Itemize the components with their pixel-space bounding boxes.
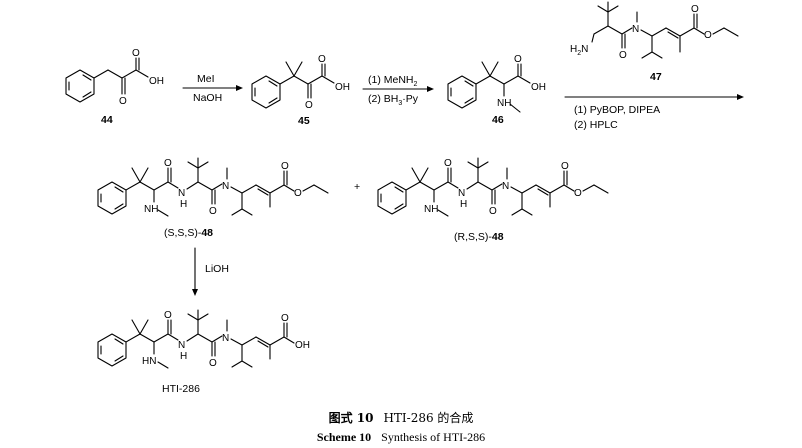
compound-hti-286-label: HTI-286 bbox=[162, 383, 200, 395]
compound-44-label: 44 bbox=[101, 114, 113, 126]
atom-n: N bbox=[502, 181, 509, 192]
atom-o: O bbox=[444, 158, 452, 169]
atom-o: O bbox=[561, 161, 569, 172]
reaction-arrow-4: LiOH bbox=[192, 247, 229, 296]
reagent-mei: MeI bbox=[197, 73, 215, 85]
atom-o: O bbox=[704, 30, 712, 41]
reagent-naoh: NaOH bbox=[193, 92, 222, 104]
atom-o: O bbox=[691, 4, 699, 15]
atom-n: N bbox=[632, 24, 639, 35]
atom-oh: OH bbox=[295, 340, 310, 351]
reagent-pybop: (1) PyBOP, DIPEA bbox=[574, 104, 660, 116]
reagent-lioh: LiOH bbox=[205, 263, 229, 275]
atom-nh: NH bbox=[424, 204, 438, 215]
reaction-arrow-1: MeI NaOH bbox=[182, 73, 243, 104]
compound-45: O O OH 45 bbox=[251, 54, 350, 127]
atom-o: O bbox=[305, 100, 313, 111]
atom-o: O bbox=[281, 313, 289, 324]
atom-o: O bbox=[164, 310, 172, 321]
atom-oh: OH bbox=[531, 82, 546, 93]
atom-n: N bbox=[222, 333, 229, 344]
atom-o: O bbox=[132, 48, 140, 59]
atom-oh: OH bbox=[149, 76, 164, 87]
atom-o: O bbox=[119, 96, 127, 107]
atom-h: H bbox=[180, 199, 187, 210]
atom-o: O bbox=[489, 206, 497, 217]
compound-46-label: 46 bbox=[492, 114, 504, 126]
atom-o: O bbox=[209, 358, 217, 369]
atom-nh: NH bbox=[144, 204, 158, 215]
atom-o: O bbox=[318, 54, 326, 65]
compound-47-label: 47 bbox=[650, 71, 662, 83]
atom-n: N bbox=[178, 340, 185, 351]
atom-n: N bbox=[178, 188, 185, 199]
reaction-arrow-3: (1) PyBOP, DIPEA (2) HPLC bbox=[564, 94, 744, 131]
atom-n: N bbox=[222, 181, 229, 192]
reagent-menh2: (1) MeNH2 bbox=[368, 74, 418, 88]
compound-rss-48: NH O N H O N O O (R,S,S bbox=[377, 157, 609, 243]
atom-o: O bbox=[209, 206, 217, 217]
compound-44: O O OH 44 bbox=[65, 48, 164, 126]
compound-hti-286: HN O N H O N O OH HTI-286 bbox=[97, 309, 310, 395]
atom-o: O bbox=[164, 158, 172, 169]
atom-oh: OH bbox=[335, 82, 350, 93]
atom-h: H bbox=[180, 351, 187, 362]
compound-46: NH O OH 46 bbox=[447, 54, 546, 126]
atom-nh: NH bbox=[497, 98, 511, 109]
atom-h2n: H2N bbox=[570, 44, 588, 57]
atom-o: O bbox=[574, 188, 582, 199]
atom-o: O bbox=[619, 50, 627, 61]
plus-sign: + bbox=[354, 181, 360, 193]
compound-45-label: 45 bbox=[298, 115, 310, 127]
atom-h: H bbox=[460, 199, 467, 210]
compound-rss-48-label: (R,S,S)-48 bbox=[454, 231, 504, 243]
atom-o: O bbox=[294, 188, 302, 199]
atom-o: O bbox=[281, 161, 289, 172]
atom-o: O bbox=[514, 54, 522, 65]
atom-hn: HN bbox=[142, 356, 156, 367]
atom-n: N bbox=[458, 188, 465, 199]
reagent-hplc: (2) HPLC bbox=[574, 119, 618, 131]
compound-sss-48-label: (S,S,S)-48 bbox=[164, 227, 213, 239]
reaction-arrow-2: (1) MeNH2 (2) BH3·Py bbox=[362, 74, 434, 107]
reagent-bh3py: (2) BH3·Py bbox=[368, 93, 419, 107]
compound-47: H2N O N O O 47 bbox=[570, 1, 739, 83]
compound-sss-48: NH O N H O N O O (S,S,S bbox=[97, 157, 329, 239]
